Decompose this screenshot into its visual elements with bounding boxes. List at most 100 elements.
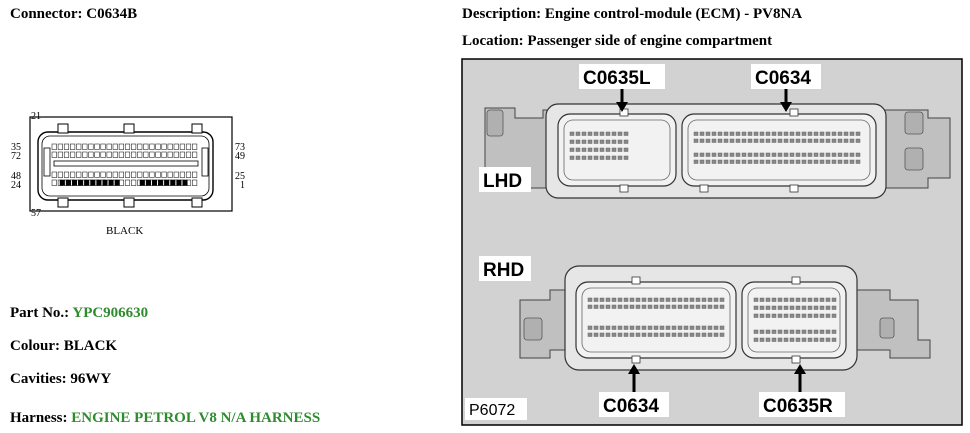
pin-cavity (149, 143, 155, 150)
pin-cavity (593, 155, 599, 160)
pin-cavity (717, 131, 723, 136)
pin-cavity (855, 131, 861, 136)
pin-cavity (693, 152, 699, 157)
pin-cavity (801, 305, 807, 310)
lhd-label: LHD (483, 171, 522, 192)
harness-line: Harness: ENGINE PETROL V8 N/A HARNESS (10, 410, 320, 427)
pin-cavity (124, 151, 131, 158)
pin-cavity (771, 159, 777, 164)
pin-cavity (813, 131, 819, 136)
pin-cavity (759, 152, 765, 157)
pin-cavity (192, 171, 198, 178)
pin-cavity (94, 171, 100, 178)
pin-cavity (741, 131, 747, 136)
pin-cavity (819, 313, 825, 318)
pin-cavity (789, 329, 795, 334)
pin-cavity (789, 131, 795, 136)
colour-line: Colour: BLACK (10, 338, 117, 355)
pin-cavity (599, 325, 605, 330)
pin-cavity (623, 139, 629, 144)
pin-cavity (717, 159, 723, 164)
callout-box-c0634-top (751, 64, 821, 89)
pin-label-left-row4: 24 (11, 180, 21, 191)
pin-cavity (106, 143, 112, 150)
pin-cavity (599, 139, 605, 144)
pin-cavity (807, 337, 813, 342)
pin-cavity (813, 337, 819, 342)
pin-label-right-row2: 49 (235, 151, 245, 162)
pin-cavity (849, 152, 855, 157)
pin-cavity (747, 159, 753, 164)
pin-cavity (185, 151, 192, 158)
arrow-head-icon (794, 364, 806, 374)
pin-cavity (167, 143, 173, 150)
pin-cavity (729, 159, 735, 164)
pin-cavity (82, 171, 88, 178)
pin-cavity (765, 159, 771, 164)
part-no-value: YPC906630 (72, 305, 149, 321)
part-no-label: Part No.: (10, 305, 70, 321)
pin-cavity (717, 152, 723, 157)
pin-cavity (179, 171, 185, 178)
pin-cavity (617, 325, 623, 330)
pin-cavity (593, 332, 599, 337)
pin-cavity (735, 159, 741, 164)
pin-cavity (78, 179, 84, 186)
pin-cavity (629, 304, 635, 309)
pin-cavity (707, 332, 713, 337)
callout-box-c0635l (579, 64, 665, 89)
pin-cavity (100, 171, 106, 178)
pin-cavity (807, 305, 813, 310)
pin-cavity (149, 171, 155, 178)
pin-cavity (705, 159, 711, 164)
pin-cavity (825, 297, 831, 302)
cavities-label: Cavities: (10, 371, 67, 387)
pin-cavity (801, 313, 807, 318)
pin-cavity (611, 325, 617, 330)
pin-cavity (825, 329, 831, 334)
pin-cavity (94, 151, 100, 158)
pin-cavity (617, 155, 623, 160)
pin-cavity (653, 332, 659, 337)
pin-cavity (179, 143, 185, 150)
pin-cavity (741, 159, 747, 164)
pin-cavity (605, 155, 611, 160)
pin-cavity (605, 147, 611, 152)
pin-cavity (801, 337, 807, 342)
pin-cavity (611, 332, 617, 337)
pin-cavity (587, 325, 593, 330)
pin-cavity (693, 138, 699, 143)
pin-cavity (795, 138, 801, 143)
pin-cavity (599, 297, 605, 302)
pin-cavity (753, 131, 759, 136)
pin-cavity (783, 152, 789, 157)
pin-cavity (581, 131, 587, 136)
pin-cavity (831, 337, 837, 342)
pin-cavity (143, 171, 149, 178)
pin-cavity (88, 151, 94, 158)
pin-cavity (593, 131, 599, 136)
pin-cavity (777, 152, 783, 157)
pin-cavity (617, 297, 623, 302)
arrow-head-icon (616, 102, 628, 112)
pin-cavity (717, 138, 723, 143)
pin-rows (51, 143, 198, 186)
pin-cavity (771, 131, 777, 136)
connector-label: Connector: (10, 6, 83, 22)
rhd-ecm-module (519, 265, 931, 371)
pin-cavity (587, 304, 593, 309)
pin-cavity (671, 304, 677, 309)
pin-cavity (699, 152, 705, 157)
pin-cavity (701, 325, 707, 330)
pin-cavity (831, 152, 837, 157)
pin-cavity (599, 131, 605, 136)
pin-cavity (753, 297, 759, 302)
pin-cavity (765, 138, 771, 143)
pin-cavity (705, 138, 711, 143)
pin-cavity (114, 179, 120, 186)
pin-cavity (70, 143, 76, 150)
pin-cavity (65, 179, 71, 186)
rhd-label-box (479, 256, 531, 281)
pin-cavity (587, 147, 593, 152)
pin-cavity (801, 159, 807, 164)
